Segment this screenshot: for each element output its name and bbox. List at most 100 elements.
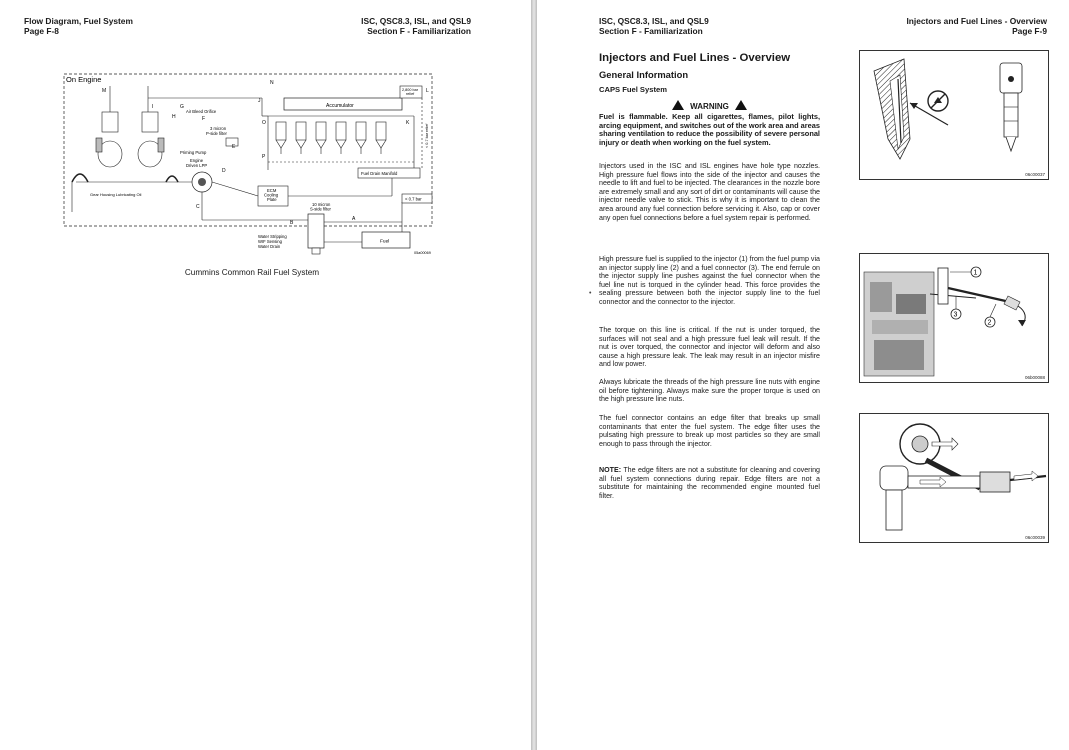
header-section: Section F - Familiarization xyxy=(599,25,703,36)
water-item-0: Water Stripping xyxy=(258,234,287,239)
label-on-engine: On Engine xyxy=(66,75,101,84)
header-models: ISC, QSC8.3, ISL, and QSL9 xyxy=(361,16,471,26)
warning-triangle-icon xyxy=(734,100,747,110)
marker-e: E xyxy=(232,144,236,150)
right-header-title: Injectors and Fuel Lines - Overview Page… xyxy=(906,16,1047,36)
right-page: ISC, QSC8.3, ISL, and QSL9 Section F - F… xyxy=(537,0,1069,750)
label-priming-pump: Priming Pump xyxy=(180,150,207,155)
diagram-code: 05a00069 xyxy=(414,251,431,255)
filter-3micron-line1: 3 micron xyxy=(210,126,227,131)
page-subtitle: General Information xyxy=(599,69,689,80)
right-header-manual: ISC, QSC8.3, ISL, and QSL9 Section F - F… xyxy=(599,16,709,36)
fuel-drain-manifold-box xyxy=(357,167,421,179)
header-page-number: Page F-9 xyxy=(1012,25,1047,36)
water-drain-bowl xyxy=(311,247,321,255)
header-section-title: Flow Diagram, Fuel System xyxy=(24,16,133,26)
edge-filter-illustration xyxy=(879,423,1047,531)
header-page-number: Page F-8 xyxy=(24,25,59,36)
ecm-line3: Plate xyxy=(267,197,277,202)
figure-injector-supply-line: 1 2 3 06b00088 xyxy=(859,253,1049,383)
relief-line1: 2,800 bar xyxy=(402,88,419,92)
ecm-line2: Cooling xyxy=(264,193,279,198)
figure-code: 06c00039 xyxy=(1025,535,1045,540)
note-paragraph: NOTE: The edge filters are not a substit… xyxy=(599,466,820,500)
marker-o: O xyxy=(262,120,266,126)
callout-3: 3 xyxy=(954,312,958,319)
left-page: Flow Diagram, Fuel System Page F-8 ISC, … xyxy=(0,0,531,750)
marker-n: N xyxy=(270,80,274,86)
warning-triangle-icon xyxy=(672,100,685,110)
water-item-1: WIF Sensing xyxy=(258,239,283,244)
lpp-line2: Driven LPP xyxy=(186,163,207,168)
marker-p: P xyxy=(262,154,266,160)
marker-a: A xyxy=(352,216,356,222)
header-section: Section F - Familiarization xyxy=(367,25,471,36)
water-item-2: Water Drain xyxy=(258,244,281,249)
paragraph-4: Always lubricate the threads of the high… xyxy=(599,378,820,404)
injector-row xyxy=(267,98,423,170)
filter-10micron-body xyxy=(307,213,325,249)
figure-code: 06c00037 xyxy=(1025,172,1045,177)
letter-markers: A B C D E F G H I J K L M N O P xyxy=(102,80,429,226)
water-items-list: Water Stripping WIF Sensing Water Drain xyxy=(258,234,287,249)
relief-line2: relief xyxy=(406,92,415,96)
injector-nozzle-illustration xyxy=(873,58,1023,160)
pump-section xyxy=(71,86,268,212)
callout-2: 2 xyxy=(988,320,992,327)
figure-injector-nozzle: 06c00037 xyxy=(859,50,1049,180)
lpp-pump-rotor xyxy=(198,178,206,186)
page-title: Injectors and Fuel Lines - Overview xyxy=(599,52,791,64)
paragraph-2: High pressure fuel is supplied to the in… xyxy=(599,255,820,306)
callout-1: 1 xyxy=(974,270,978,277)
paragraph-5: The fuel connector contains an edge filt… xyxy=(599,414,820,448)
warning-text: Fuel is flammable. Keep all cigarettes, … xyxy=(599,112,820,147)
label-relief-07: < 0.7 bar relief xyxy=(425,123,429,148)
marker-g: G xyxy=(180,104,184,110)
marker-c: C xyxy=(196,204,200,210)
warning-banner: WARNING xyxy=(599,100,820,111)
paragraph-1: Injectors used in the ISC and ISL engine… xyxy=(599,162,820,222)
left-header-title: Flow Diagram, Fuel System Page F-8 xyxy=(24,16,133,36)
relief-valve-box xyxy=(399,85,423,99)
left-header-manual: ISC, QSC8.3, ISL, and QSL9 Section F - F… xyxy=(361,16,471,36)
filter-10micron-line1: 10 micron xyxy=(312,202,331,207)
marker-j: J xyxy=(258,98,261,104)
label-accumulator: Accumulator xyxy=(326,103,354,109)
filter-10micron-line2: S-side filter xyxy=(310,207,332,212)
label-bar-07: < 0.7 bar xyxy=(405,197,422,202)
marker-k: K xyxy=(406,120,410,126)
label-gear-housing: Gear Housing Lubricating Oil xyxy=(90,192,141,197)
page-gutter xyxy=(531,0,537,750)
label-air-bleed: Air Bleed Orifice xyxy=(186,109,217,114)
ecm-line1: ECM xyxy=(267,188,277,193)
bottom-piping xyxy=(201,178,403,243)
label-fuel: Fuel xyxy=(380,239,389,245)
engine-injector-illustration: 1 2 3 xyxy=(863,266,1026,377)
bar-07-box xyxy=(401,193,433,204)
header-models: ISC, QSC8.3, ISL, and QSL9 xyxy=(599,16,709,26)
warning-label: WARNING xyxy=(690,102,729,111)
marker-d: D xyxy=(222,168,226,174)
note-label: NOTE: xyxy=(599,466,622,474)
filter-3micron-box xyxy=(225,137,239,147)
marker-l: L xyxy=(426,88,429,94)
marker-f: F xyxy=(202,116,205,122)
fuel-tank-box xyxy=(361,231,411,249)
label-fuel-drain: Fuel Drain Manifold xyxy=(361,171,398,176)
figure-edge-filter: 06c00039 xyxy=(859,413,1049,543)
figure-code: 06b00088 xyxy=(1024,375,1045,380)
filter-3micron-line2: P-side filter xyxy=(206,131,228,136)
lpp-line1: Engine xyxy=(190,158,204,163)
marker-m: M xyxy=(102,88,106,94)
marker-h: H xyxy=(172,114,176,120)
marker-b: B xyxy=(290,220,294,226)
header-section-title: Injectors and Fuel Lines - Overview xyxy=(906,16,1047,26)
margin-bullet: • xyxy=(589,290,592,297)
marker-i: I xyxy=(152,104,153,110)
